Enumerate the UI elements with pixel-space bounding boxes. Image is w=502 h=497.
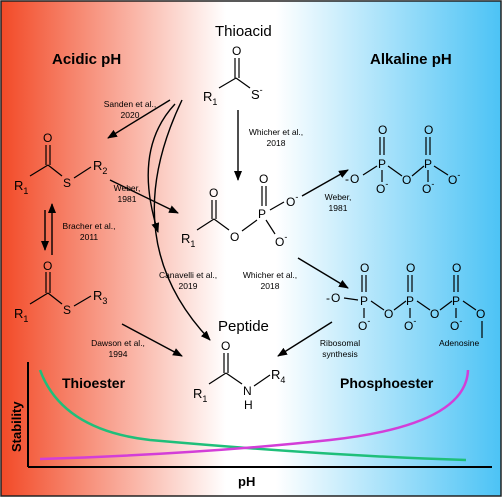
- peptide-title: Peptide: [218, 318, 269, 335]
- thioacid-r: R1: [203, 89, 217, 107]
- svg-text:P: P: [378, 157, 386, 171]
- stability-axis-label: Stability: [9, 401, 24, 452]
- svg-text:O-: O-: [358, 316, 370, 333]
- svg-text:O: O: [406, 261, 415, 275]
- arrow-thioacid-curve-to-peptide: [153, 99, 211, 341]
- thioacid-title: Thioacid: [215, 23, 272, 40]
- ref-sanden: Sanden et al.,2020: [104, 99, 156, 120]
- peptide-r1: R1: [193, 386, 207, 404]
- thioester1-molecule: R1 O S R2: [14, 131, 107, 196]
- svg-text:O-: O-: [404, 316, 416, 333]
- thioacid-oxygen: O: [232, 44, 241, 58]
- ref-weber-left: Weber,1981: [114, 183, 141, 204]
- thioacid-sulfur: S-: [251, 85, 263, 102]
- svg-text:O: O: [424, 123, 433, 137]
- acylphosphate-oxygen-carbonyl: O: [209, 186, 218, 200]
- svg-text:-O: -O: [326, 291, 340, 305]
- acylphosphate-oxygen-right: O-: [286, 192, 298, 209]
- arrow-thioester-to-acylphosphate: [109, 179, 179, 214]
- arrow-thioester-to-peptide: [121, 323, 183, 357]
- svg-text:P: P: [406, 294, 414, 308]
- svg-text:P: P: [452, 294, 460, 308]
- acylphosphate-molecule: R1 O O P O O- O-: [181, 172, 298, 249]
- thioester1-oxygen: O: [43, 131, 52, 145]
- thioester2-sulfur: S: [63, 303, 71, 317]
- peptide-nitrogen: N: [243, 384, 252, 398]
- svg-text:O-: O-: [376, 179, 388, 196]
- svg-text:-O: -O: [345, 172, 359, 186]
- svg-text:O-: O-: [422, 179, 434, 196]
- ref-canavelli: Canavelli et al.,2019: [159, 270, 217, 291]
- peptide-oxygen: O: [221, 339, 230, 353]
- thioester-curve-label: Thioester: [62, 375, 126, 391]
- alkaline-ph-header: Alkaline pH: [370, 51, 452, 68]
- ref-weber-right: Weber,1981: [325, 192, 352, 213]
- stability-plot: Stability pH Thioester Phosphoester: [9, 362, 492, 489]
- svg-text:O: O: [384, 307, 393, 321]
- svg-text:O: O: [430, 307, 439, 321]
- acylphosphate-oxygen-bottom: O-: [275, 232, 287, 249]
- thioester1-r1: R1: [14, 178, 28, 196]
- arrow-thioacid-to-thioester: [107, 99, 171, 139]
- peptide-molecule: R1 O N H R4: [193, 339, 285, 412]
- peptide-hydrogen: H: [244, 398, 253, 412]
- svg-text:P: P: [424, 157, 432, 171]
- arrow-atp-to-peptide: [277, 321, 333, 357]
- thioester2-r1: R1: [14, 306, 28, 324]
- ph-axis-label: pH: [238, 474, 255, 489]
- ref-whicher-top: Whicher et al.,2018: [249, 127, 303, 148]
- adenosine-label: Adenosine: [439, 338, 479, 348]
- acylphosphate-oxygen-bridge: O: [230, 230, 239, 244]
- thioester2-molecule: R1 O S R3: [14, 259, 107, 324]
- atp-molecule: O P -O O- O P O O- O P O O- O Adenosine: [326, 261, 485, 348]
- ref-whicher-mid: Whicher et al.,2018: [243, 270, 297, 291]
- svg-text:O-: O-: [450, 316, 462, 333]
- svg-text:O: O: [360, 261, 369, 275]
- peptide-r4: R4: [271, 367, 285, 385]
- acylphosphate-oxygen-top: O: [259, 172, 268, 186]
- svg-text:P: P: [360, 294, 368, 308]
- arrow-acylphosphate-to-pyrophosphate: [301, 169, 349, 197]
- thioester2-oxygen: O: [43, 259, 52, 273]
- acylphosphate-phosphorus: P: [258, 207, 266, 221]
- svg-text:O: O: [476, 307, 485, 321]
- thioester-stability-curve: [38, 369, 467, 462]
- arrow-thioacid-curve-to-acylphosphate: [147, 103, 176, 233]
- ref-bracher: Bracher et al.,2011: [63, 221, 116, 242]
- thioester2-r3: R3: [93, 288, 107, 306]
- arrow-acylphosphate-to-atp: [297, 257, 349, 289]
- reaction-arrows: [41, 99, 349, 357]
- ref-dawson: Dawson et al.,1994: [91, 338, 145, 359]
- thioester1-sulfur: S: [63, 176, 71, 190]
- svg-text:O: O: [452, 261, 461, 275]
- acidic-ph-header: Acidic pH: [52, 51, 121, 68]
- phosphoester-curve-label: Phosphoester: [340, 375, 434, 391]
- svg-text:O: O: [378, 123, 387, 137]
- reference-labels: Sanden et al.,2020 Whicher et al.,2018 W…: [63, 99, 361, 359]
- svg-text:O: O: [402, 173, 411, 187]
- thioacid-molecule: R1 O S-: [203, 44, 263, 107]
- thioester1-r2: R2: [93, 158, 107, 176]
- svg-text:O-: O-: [448, 170, 460, 187]
- phosphoester-stability-curve: [39, 369, 470, 461]
- acylphosphate-r1: R1: [181, 231, 195, 249]
